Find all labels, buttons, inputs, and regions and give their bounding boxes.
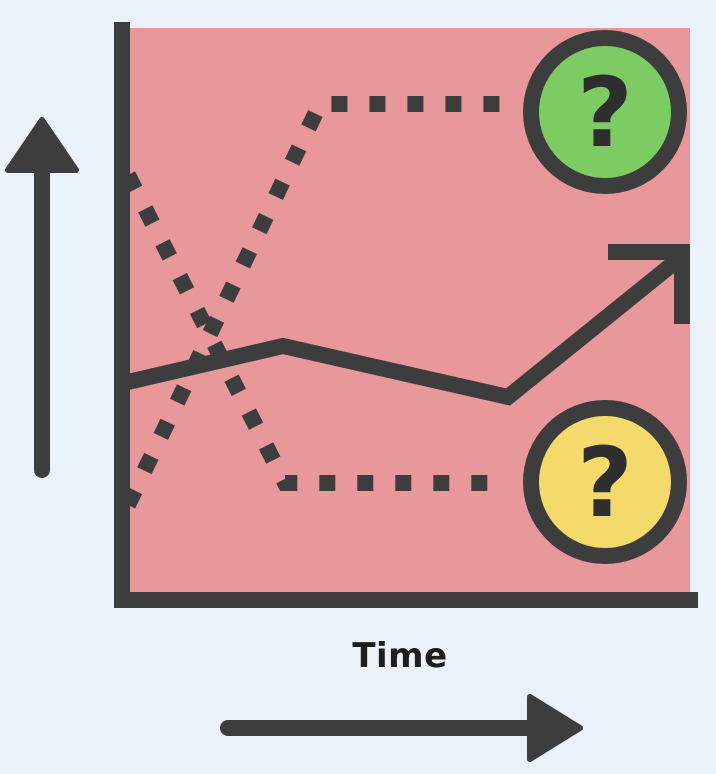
x-axis-label: Time xyxy=(352,636,448,676)
chart-axes xyxy=(114,22,698,608)
trend-line xyxy=(126,251,686,406)
up-arrow-icon xyxy=(5,117,79,478)
upper-outcome-badge: ? xyxy=(523,30,687,194)
lower-outcome-badge: ? xyxy=(523,400,687,564)
question-mark-icon: ? xyxy=(577,427,633,539)
trend-arrow-icon xyxy=(608,244,690,324)
question-mark-icon: ? xyxy=(577,57,633,169)
right-arrow-icon xyxy=(220,694,583,762)
dotted-path-falling xyxy=(120,171,500,491)
